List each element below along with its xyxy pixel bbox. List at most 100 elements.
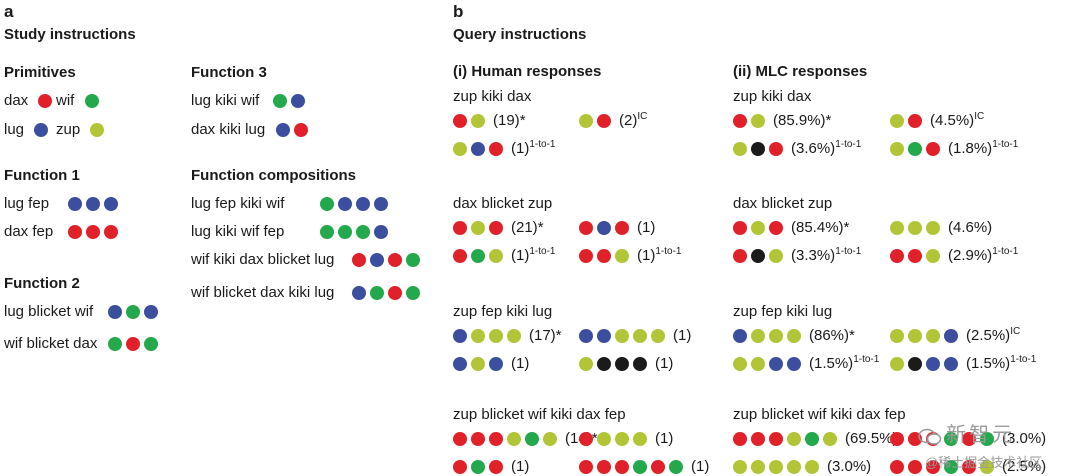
mlc-response: (3.0%) [733, 458, 871, 476]
response-tag: 1-to-1 [529, 139, 556, 151]
red-dot [352, 252, 366, 267]
response-tag: IC [1010, 326, 1021, 338]
red-dot [38, 94, 53, 109]
response-count-value: (85.4%) [791, 219, 844, 237]
response-count-value: (1) [511, 247, 530, 265]
blue-dot [944, 356, 958, 371]
green-dot [370, 285, 384, 300]
human-response: (17)* [453, 327, 562, 345]
response-count: (1) [511, 355, 529, 372]
response-count: (3.0%) [827, 458, 871, 475]
lime-dot [471, 328, 485, 343]
lime-dot [471, 356, 485, 371]
response-count: (1) [673, 327, 691, 344]
mlc-response: (2.9%)1-to-1 [890, 247, 1018, 265]
primitive-word: lug [4, 121, 25, 138]
mlc-query-phrase: dax blicket zup [733, 195, 833, 212]
blue-dot [108, 304, 122, 319]
human-response: (1)1-to-1 [579, 247, 681, 265]
lime-dot [805, 459, 819, 474]
response-count: (1.5%)1-to-1 [966, 354, 1037, 373]
human-response: (1) [453, 355, 529, 373]
function2-title: Function 2 [4, 275, 80, 292]
lime-dot [751, 220, 765, 235]
function1-phrase-1: lug fep [4, 195, 50, 212]
response-count-value: (1.5%) [809, 355, 854, 373]
red-dot [962, 459, 976, 474]
composition-dots-3 [352, 251, 424, 269]
lime-dot [769, 248, 783, 263]
red-dot [104, 224, 118, 239]
lime-dot [823, 431, 837, 446]
response-count-value: (1) [511, 355, 530, 373]
watermark-brand: 新智元 [946, 424, 1016, 446]
green-dot [669, 459, 683, 474]
red-dot [908, 459, 922, 474]
response-star: * [843, 219, 850, 237]
human-response: (21)* [453, 219, 544, 237]
function2-dots-1 [108, 303, 162, 321]
blue-dot [104, 196, 118, 211]
response-count: (21)* [511, 219, 544, 236]
mlc-response: (1.5%)1-to-1 [890, 355, 1036, 373]
red-dot [597, 459, 611, 474]
study-instructions-title: Study instructions [4, 26, 136, 43]
blue-dot [276, 122, 290, 137]
response-count: (1) [637, 219, 655, 236]
response-star: * [519, 112, 526, 130]
red-dot [489, 459, 503, 474]
blue-dot [374, 224, 388, 239]
lime-dot [633, 431, 647, 446]
human-response: (14)* [453, 430, 598, 448]
mlc-response: (86%)* [733, 327, 855, 345]
query-instructions-title: Query instructions [453, 26, 587, 43]
response-count: (2.9%)1-to-1 [948, 247, 1018, 265]
response-count-value: (1) [673, 327, 692, 345]
blue-dot [34, 123, 49, 138]
lime-dot [980, 459, 994, 474]
lime-dot [787, 431, 801, 446]
response-count: (86%)* [809, 327, 855, 344]
green-dot [633, 459, 647, 474]
composition-phrase-3: wif kiki dax blicket lug [191, 251, 335, 268]
response-tag: 1-to-1 [1010, 354, 1037, 366]
response-count: (1)1-to-1 [511, 139, 556, 158]
mlc-response: (1.5%)1-to-1 [733, 355, 879, 373]
watermark-source: @稀土掘金技术社区 [925, 455, 1043, 470]
function1-title: Function 1 [4, 167, 80, 184]
response-count: (1) [655, 355, 673, 372]
primitive-word: wif [56, 92, 75, 109]
response-star: * [591, 430, 598, 448]
response-count-value: (19) [493, 112, 520, 130]
response-tag: 1-to-1 [853, 354, 880, 366]
function3-phrase-2: dax kiki lug [191, 121, 266, 138]
green-dot [525, 431, 539, 446]
response-star: * [537, 219, 544, 237]
human-responses-title: (i) Human responses [453, 63, 602, 80]
red-dot [86, 224, 100, 239]
lime-dot [597, 431, 611, 446]
response-count-value: (3.0%) [1002, 430, 1047, 448]
primitive-wif: wif [56, 92, 103, 109]
blue-dot [597, 328, 611, 343]
function3-title: Function 3 [191, 64, 267, 81]
black-dot [615, 356, 629, 371]
lime-dot [908, 220, 922, 235]
response-count: (4.6%) [948, 219, 992, 236]
mlc-query-phrase: zup fep kiki lug [733, 303, 833, 320]
human-response: (2)IC [579, 112, 647, 130]
red-dot [733, 220, 747, 235]
red-dot [471, 431, 485, 446]
blue-dot [944, 328, 958, 343]
red-dot [890, 248, 904, 263]
composition-phrase-2: lug kiki wif fep [191, 223, 285, 240]
blue-dot [68, 196, 82, 211]
lime-dot [453, 141, 467, 156]
human-query-phrase: zup blicket wif kiki dax fep [453, 406, 626, 423]
mlc-response: (3.3%)1-to-1 [733, 247, 861, 265]
response-tag: 1-to-1 [655, 246, 682, 258]
lime-dot [751, 356, 765, 371]
red-dot [926, 141, 940, 156]
lime-dot [751, 328, 765, 343]
response-count: (1) [511, 458, 529, 475]
